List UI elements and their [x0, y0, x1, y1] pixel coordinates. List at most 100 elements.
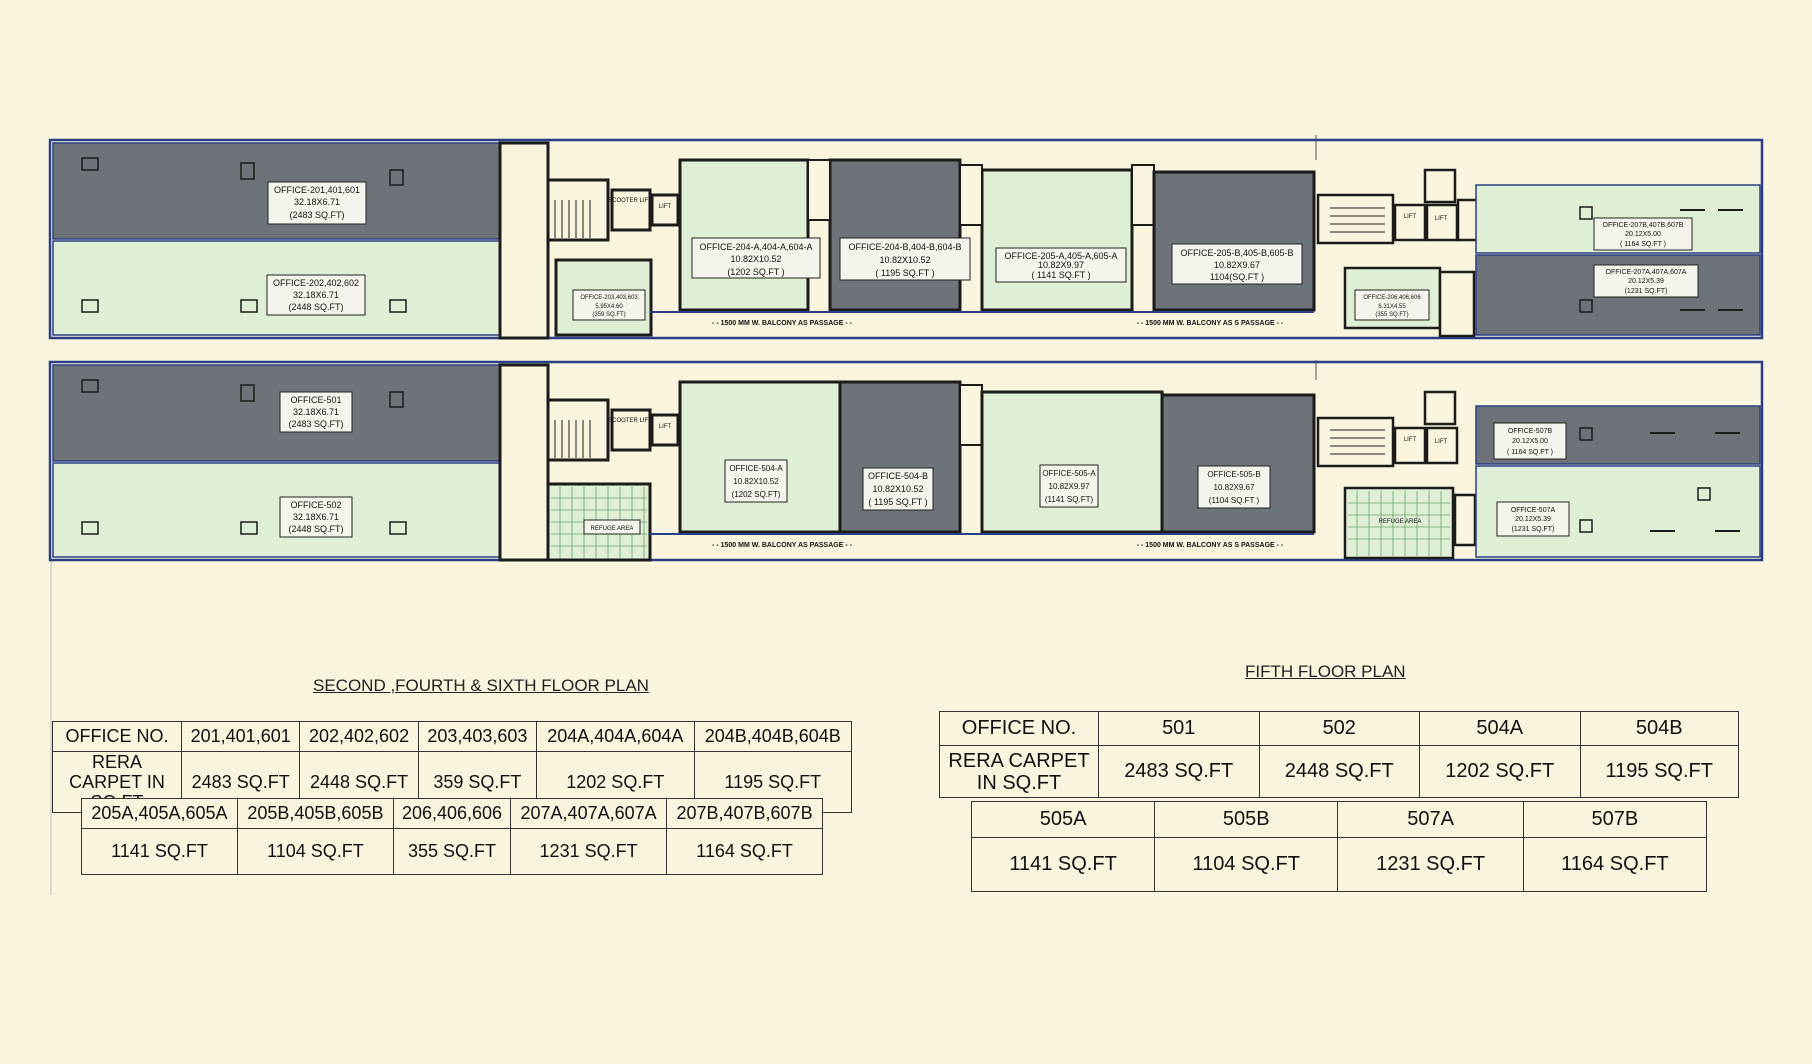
- office-no-cell: 205B,405B,605B: [236, 798, 394, 829]
- area-cell: 1231 SQ.FT: [1337, 837, 1524, 892]
- lower-floor-plan: SCOOTER LIFT LIFT LIFT LIFT OFFICE-501 3…: [48, 360, 1764, 562]
- office-no-cell: 202,402,602: [299, 721, 419, 752]
- office-label: OFFICE-203,403,603: [580, 295, 638, 301]
- office-no-cell: 201,401,601: [180, 721, 301, 752]
- office-area: (2483 SQ.FT): [288, 419, 343, 429]
- office-label: OFFICE-204-A,404-A,604-A: [699, 242, 812, 252]
- office-505a-block: [980, 390, 1164, 534]
- office-label: OFFICE-201,401,601: [274, 185, 360, 195]
- office-dims: 10.82X9.67: [1214, 260, 1260, 270]
- office-dims: 20.12X5.39: [1515, 516, 1551, 523]
- office-no-cell: 505B: [1154, 801, 1339, 838]
- office-no-cell: 207B,407B,607B: [666, 798, 823, 829]
- office-dims: 5.95X4.60: [595, 304, 623, 310]
- office-no-cell: 205A,405A,605A: [81, 798, 238, 829]
- office-dims: 32.18X6.71: [293, 290, 339, 300]
- area-cell: 1104 SQ.FT: [1154, 837, 1339, 892]
- office-label: OFFICE-505-B: [1207, 470, 1260, 479]
- office-no-cell: 203,403,603: [417, 721, 538, 752]
- office-204a-block: [678, 158, 810, 312]
- office-dims: 20.12X5.39: [1628, 278, 1664, 285]
- office-dims: 10.82X10.52: [879, 255, 930, 265]
- upper-floor-plan: SCOOTER LIFT LIFT LIFT LIFT OFFICE-201,4…: [48, 138, 1764, 340]
- area-cell: 1164 SQ.FT: [666, 828, 823, 875]
- area-cell: 1202 SQ.FT: [1419, 745, 1581, 798]
- core-label-lift: LIFT: [659, 424, 672, 430]
- office-no-cell: 505A: [970, 801, 1156, 838]
- office-area: (1104 SQ.FT ): [1209, 496, 1260, 505]
- area-cell: 1231 SQ.FT: [510, 828, 668, 875]
- office-501-block: [52, 364, 502, 462]
- office-no-cell: 504A: [1419, 711, 1581, 746]
- area-cell: 1141 SQ.FT: [81, 828, 238, 875]
- office-dims: 32.18X6.71: [293, 512, 339, 522]
- office-area: ( 1141 SQ.FT ): [1031, 270, 1090, 280]
- header-office-no: OFFICE NO.: [939, 711, 1099, 746]
- refuge-area-right: [1343, 486, 1455, 560]
- core-label-lift: LIFT: [1404, 437, 1417, 443]
- area-table-left-bottom: 205A,405A,605A 205B,405B,605B 206,406,60…: [81, 798, 823, 875]
- office-area: ( 1164 SQ.FT ): [1620, 241, 1666, 248]
- office-area: (2448 SQ.FT): [288, 302, 343, 312]
- office-dims: 10.82X9.97: [1049, 482, 1090, 491]
- caption-fifth-floor: FIFTH FLOOR PLAN: [1245, 662, 1406, 681]
- office-label: OFFICE-505-A: [1042, 469, 1096, 478]
- office-no-cell: 204A,404A,604A: [536, 721, 695, 752]
- core-label-lift: LIFT: [1435, 216, 1448, 222]
- office-205b-block: [1152, 170, 1316, 312]
- office-no-cell: 501: [1098, 711, 1260, 746]
- office-label: OFFICE-507B: [1508, 428, 1553, 435]
- office-dims: 10.82X10.52: [733, 477, 779, 486]
- office-no-cell: 502: [1258, 711, 1420, 746]
- office-no-cell: 507A: [1337, 801, 1524, 838]
- header-office-no: OFFICE NO.: [52, 721, 182, 752]
- balcony-note: - - 1500 MM W. BALCONY AS PASSAGE - -: [712, 320, 853, 327]
- refuge-area-label: REFUGE AREA: [1379, 519, 1422, 525]
- office-label: OFFICE-207B,407B,607B: [1603, 222, 1684, 229]
- office-label: OFFICE-504-A: [729, 464, 783, 473]
- office-area: (355 SQ.FT): [1375, 312, 1408, 318]
- office-label: OFFICE-202,402,602: [273, 278, 359, 288]
- core-label-lift: LIFT: [1435, 439, 1448, 445]
- office-504a-block: [678, 380, 842, 534]
- office-area: ( 1164 SQ.FT ): [1507, 449, 1553, 456]
- balcony-note: - - 1500 MM W. BALCONY AS S PASSAGE - -: [1137, 542, 1284, 549]
- area-cell: 2448 SQ.FT: [1258, 745, 1420, 798]
- office-dims: 20.12X5.00: [1512, 438, 1548, 445]
- office-label: OFFICE-205-B,405-B,605-B: [1180, 248, 1293, 258]
- office-205a-block: [980, 168, 1134, 312]
- office-area: (2448 SQ.FT): [288, 524, 343, 534]
- office-area: ( 1195 SQ.FT ): [875, 268, 934, 278]
- office-label: OFFICE-206,406,606: [1363, 295, 1421, 301]
- area-cell: 1164 SQ.FT: [1522, 837, 1708, 892]
- area-cell: 355 SQ.FT: [392, 828, 512, 875]
- office-dims: 20.12X5.00: [1625, 231, 1661, 238]
- balcony-note: - - 1500 MM W. BALCONY AS PASSAGE - -: [712, 542, 853, 549]
- office-dims: 6.31X4.55: [1378, 304, 1406, 310]
- office-label: OFFICE-207A,407A,607A: [1606, 269, 1687, 276]
- office-no-cell: 504B: [1579, 711, 1739, 746]
- office-label: OFFICE-502: [290, 500, 341, 510]
- caption-second-fourth-sixth: SECOND ,FOURTH & SIXTH FLOOR PLAN: [313, 676, 649, 695]
- office-no-cell: 207A,407A,607A: [510, 798, 668, 829]
- header-rera-carpet: RERA CARPET IN SQ.FT: [939, 745, 1099, 798]
- area-table-right-bottom: 505A 505B 507A 507B 1141 SQ.FT 1104 SQ.F…: [970, 801, 1708, 892]
- office-no-cell: 206,406,606: [392, 798, 512, 829]
- area-cell: 1104 SQ.FT: [236, 828, 394, 875]
- area-cell: 1141 SQ.FT: [970, 837, 1156, 892]
- office-label: OFFICE-204-B,404-B,604-B: [848, 242, 961, 252]
- office-label: OFFICE-205-A,405-A,605-A: [1004, 251, 1117, 261]
- core-label-scooter-lift: SCOOTER LIFT: [608, 418, 652, 424]
- office-label: OFFICE-501: [290, 395, 341, 405]
- office-area: 1104(SQ.FT ): [1210, 272, 1264, 282]
- office-505b-block: [1160, 393, 1316, 534]
- office-dims: 10.82X10.52: [872, 484, 923, 494]
- office-dims: 10.82X9.97: [1038, 260, 1084, 270]
- office-dims: 10.82X10.52: [730, 254, 781, 264]
- office-area: (1202 SQ.FT): [732, 490, 781, 499]
- office-502-block: [52, 462, 502, 558]
- core-label-lift: LIFT: [1404, 214, 1417, 220]
- refuge-area-label: REFUGE AREA: [591, 526, 634, 532]
- office-area: (1231 SQ.FT): [1625, 288, 1668, 295]
